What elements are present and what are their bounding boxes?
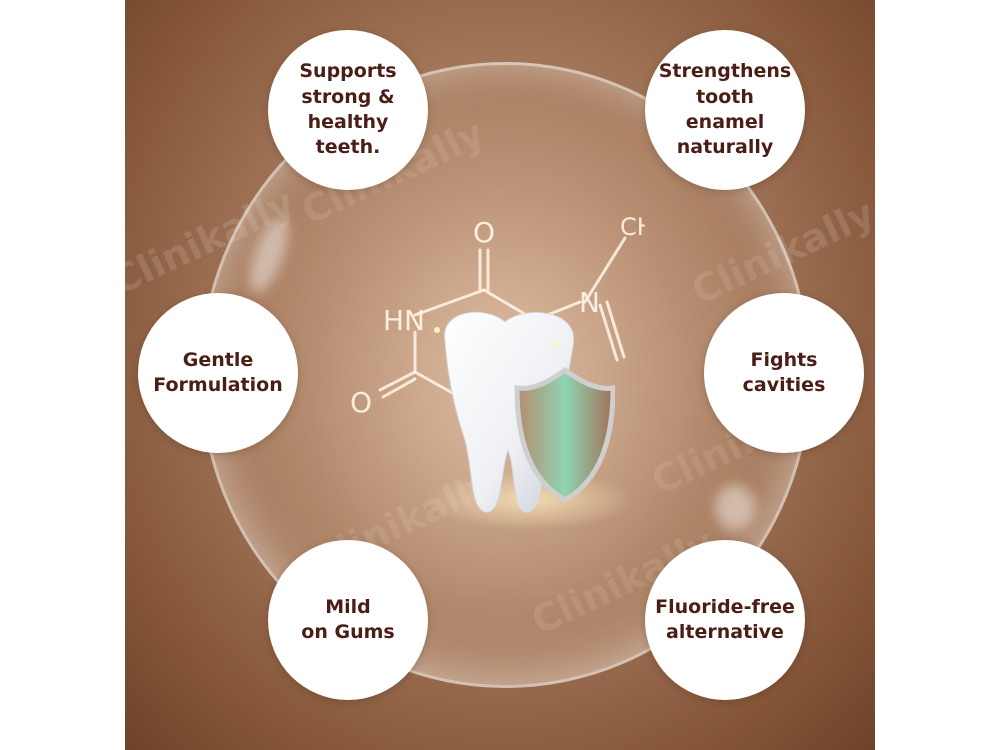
feature-badge-fluoride: Fluoride-free alternative bbox=[645, 540, 805, 700]
shield-icon bbox=[514, 366, 616, 503]
feature-label: Supports strong & healthy teeth. bbox=[299, 60, 397, 159]
feature-label: Gentle Formulation bbox=[153, 348, 283, 396]
feature-badge-gentle: Gentle Formulation bbox=[138, 293, 298, 453]
tooth-with-shield-illustration bbox=[415, 300, 616, 530]
feature-label: Fights cavities bbox=[742, 348, 826, 396]
feature-badge-mild: Mild on Gums bbox=[268, 540, 428, 700]
molecule-label-hn: HN bbox=[383, 304, 425, 337]
molecule-label-n: N bbox=[579, 286, 600, 319]
feature-label: Fluoride-free alternative bbox=[655, 595, 795, 643]
feature-badge-strengthens: Strengthens tooth enamel naturally bbox=[645, 30, 805, 190]
feature-badge-supports: Supports strong & healthy teeth. bbox=[268, 30, 428, 190]
molecule-label-methyl: CH3 bbox=[620, 213, 645, 241]
bubble-highlight bbox=[715, 485, 755, 530]
molecule-label-o-left: O bbox=[350, 386, 372, 419]
feature-label: Strengthens tooth enamel naturally bbox=[658, 60, 792, 159]
molecule-label-o-top: O bbox=[473, 216, 495, 249]
feature-label: Mild on Gums bbox=[301, 595, 395, 643]
feature-badge-fights: Fights cavities bbox=[704, 293, 864, 453]
